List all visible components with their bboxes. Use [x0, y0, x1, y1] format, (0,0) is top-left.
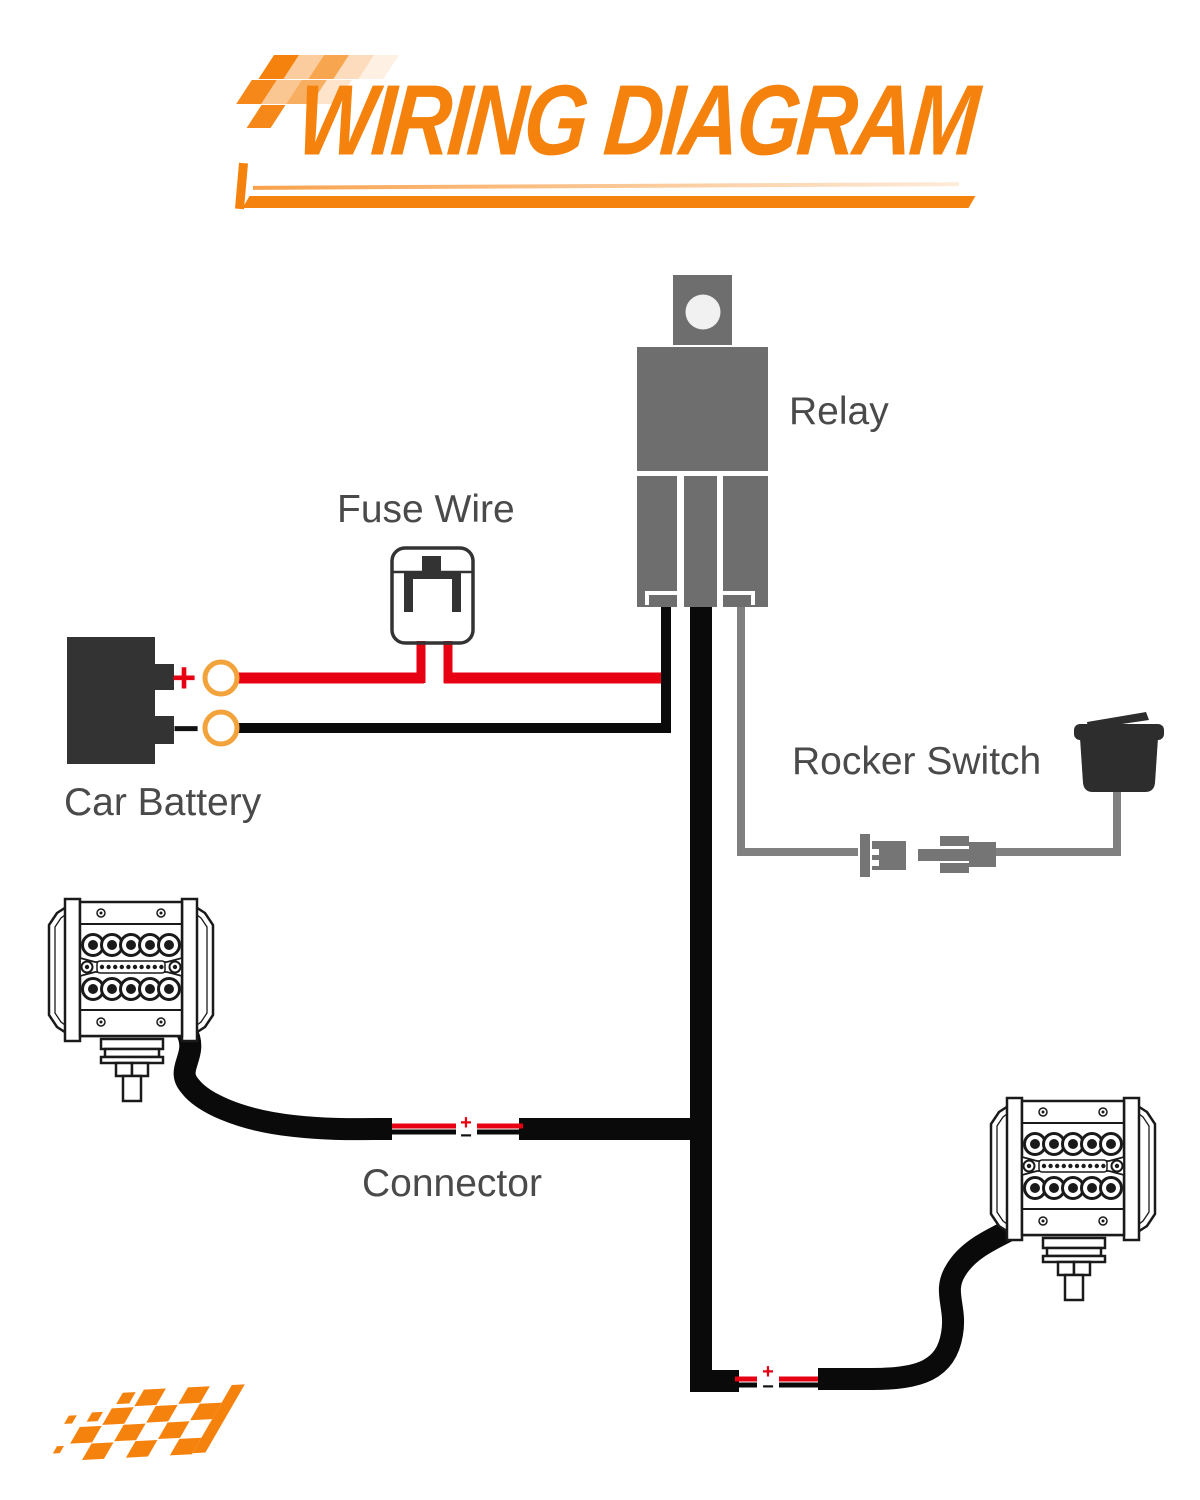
- checker-cell: [283, 55, 324, 79]
- led-light-right: [989, 1096, 1157, 1302]
- fuse-icon: [390, 546, 475, 645]
- battery-negative-terminal-ring: [202, 709, 240, 747]
- checker-cell: [70, 1425, 102, 1444]
- battery-negative-wire: [238, 607, 671, 733]
- relay-icon: [637, 275, 768, 607]
- relay-main-output-wire: [519, 601, 739, 1392]
- connector2-minus-mark: −: [762, 1376, 774, 1398]
- car-battery-label: Car Battery: [64, 781, 262, 824]
- connector2-wires: [735, 1376, 818, 1388]
- fuse-wire-label: Fuse Wire: [337, 488, 515, 531]
- battery-positive-terminal-ring: [202, 659, 240, 697]
- checker-cell: [286, 80, 327, 104]
- checker-cell: [169, 1437, 202, 1456]
- checker-cell: [114, 1423, 146, 1442]
- connector1-minus-mark: −: [460, 1125, 472, 1147]
- checker-cell: [158, 1421, 190, 1439]
- checker-cell: [192, 1384, 245, 1454]
- relay-mount-hole: [685, 294, 721, 330]
- connector1-plus-mark: +: [460, 1112, 472, 1134]
- switch-plug-connectors: [860, 834, 996, 877]
- checker-cell: [80, 1434, 95, 1444]
- checker-cell: [258, 55, 299, 79]
- checker-cell: [333, 55, 374, 79]
- battery-positive-wire: [238, 641, 661, 684]
- title-flag-decoration: [236, 55, 399, 128]
- connector-label: Connector: [362, 1162, 542, 1205]
- checker-cell: [134, 1388, 166, 1407]
- relay-switch-wire: [737, 604, 1121, 856]
- checker-cell: [81, 1442, 114, 1460]
- checker-cell: [358, 55, 399, 79]
- checker-cell: [102, 1407, 134, 1425]
- checker-cell: [125, 1440, 158, 1458]
- page-title: WIRING DIAGRAM: [293, 65, 981, 177]
- checker-cell: [190, 1402, 222, 1421]
- title-underline-thick: [242, 196, 976, 208]
- checker-cell: [311, 80, 352, 104]
- checker-cell: [308, 55, 349, 79]
- checker-cell: [178, 1386, 210, 1404]
- checker-cell: [146, 1404, 178, 1423]
- battery-minus-mark: −: [173, 702, 200, 754]
- footer-flag-decoration: [52, 1384, 245, 1460]
- checker-cell: [236, 80, 277, 104]
- checker-cell: [261, 80, 302, 104]
- checker-cell: [64, 1415, 77, 1424]
- checker-cell: [86, 1411, 104, 1422]
- connector2-plus-mark: +: [762, 1361, 774, 1383]
- car-battery-icon: + −: [67, 637, 240, 764]
- rocker-switch-icon: [1074, 712, 1164, 792]
- connector1-wires: [392, 1123, 523, 1135]
- checker-cell: [116, 1392, 136, 1405]
- rocker-switch-label: Rocker Switch: [792, 740, 1042, 783]
- checker-cell: [52, 1445, 64, 1454]
- relay-label: Relay: [789, 390, 889, 433]
- checker-cell: [246, 105, 286, 128]
- left-light-cable: [173, 1024, 393, 1141]
- battery-plus-mark: +: [172, 654, 197, 701]
